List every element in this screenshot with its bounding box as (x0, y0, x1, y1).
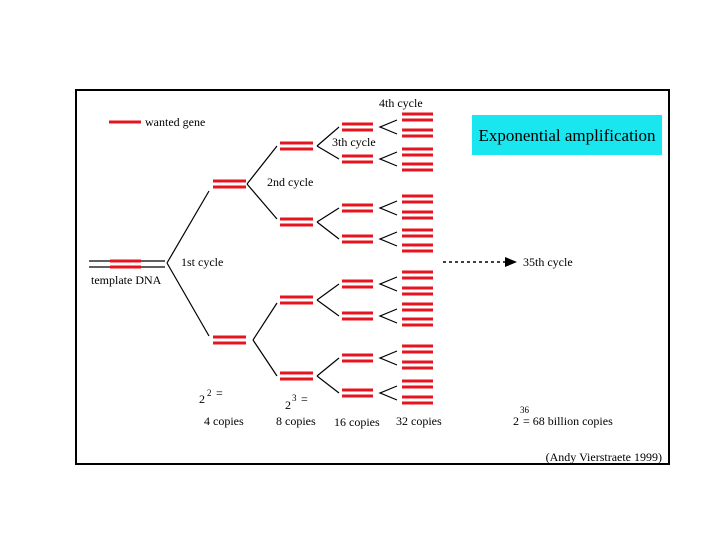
branch-chevron (378, 151, 398, 167)
branch-chevron (378, 119, 398, 135)
cycle35-arrow: 35th cycle (443, 255, 573, 269)
branch-line (252, 339, 278, 377)
cycle5-copies (402, 112, 433, 405)
branch-chevron (378, 200, 398, 216)
branch-line (246, 145, 278, 185)
branch-line (166, 190, 210, 264)
branch-line (252, 302, 278, 341)
branch-chevron (378, 276, 398, 292)
count4-copies: 4 copies (204, 414, 244, 428)
legend: wanted gene (109, 115, 205, 129)
cycle1-label: 1st cycle (181, 255, 223, 269)
cycle1-branch: 1st cycle (166, 190, 223, 337)
title-box-bg (472, 115, 662, 155)
branch-line (316, 145, 340, 160)
legend-label: wanted gene (145, 115, 205, 129)
final-base: 2 (513, 414, 519, 428)
branch-line (316, 126, 340, 147)
branch-line (316, 283, 340, 301)
copies-row: 2 2 = 4 copies 2 3 = 8 copies 16 copies … (199, 386, 613, 429)
branch-line (316, 221, 340, 240)
cycle4-label: 4th cycle (379, 96, 423, 110)
template-label: template DNA (91, 273, 162, 287)
branch-line (316, 299, 340, 317)
cycle3-label: 3th cycle (332, 135, 376, 149)
diagram-frame: wanted gene Exponential amplification te… (75, 89, 670, 465)
cycle4-branch: 4th cycle (378, 96, 423, 401)
arrow-head-icon (505, 257, 517, 267)
count4-base: 2 (199, 392, 205, 406)
template-dna: template DNA (89, 259, 165, 287)
branch-chevron (378, 350, 398, 366)
branch-line (316, 375, 340, 394)
cycle35-label: 35th cycle (523, 255, 573, 269)
branch-line (316, 207, 340, 223)
final-exp: 36 (520, 405, 530, 415)
cycle4-copies (342, 122, 373, 398)
cycle2-branch: 2nd cycle (246, 145, 313, 377)
cycle2-copies (213, 179, 246, 345)
branch-chevron (378, 385, 398, 401)
branch-line (166, 262, 210, 337)
count8-copies: 8 copies (276, 414, 316, 428)
title-text: Exponential amplification (478, 126, 656, 145)
pcr-diagram: wanted gene Exponential amplification te… (89, 96, 662, 464)
title-box: Exponential amplification (472, 115, 662, 155)
final-text: = 68 billion copies (523, 414, 613, 428)
count4-eq: = (216, 386, 223, 400)
cycle2-label: 2nd cycle (267, 175, 313, 189)
branch-line (246, 183, 278, 220)
credit: (Andy Vierstraete 1999) (546, 450, 662, 464)
count8-exp: 3 (292, 393, 297, 403)
count16-copies: 16 copies (334, 415, 380, 429)
count8-eq: = (301, 392, 308, 406)
cycle3-copies (280, 141, 313, 381)
branch-chevron (378, 308, 398, 324)
count32-copies: 32 copies (396, 414, 442, 428)
branch-chevron (378, 231, 398, 247)
branch-line (316, 357, 340, 377)
cycle3-branch: 3th cycle (316, 126, 376, 394)
count4-exp: 2 (207, 388, 212, 398)
count8-base: 2 (285, 398, 291, 412)
